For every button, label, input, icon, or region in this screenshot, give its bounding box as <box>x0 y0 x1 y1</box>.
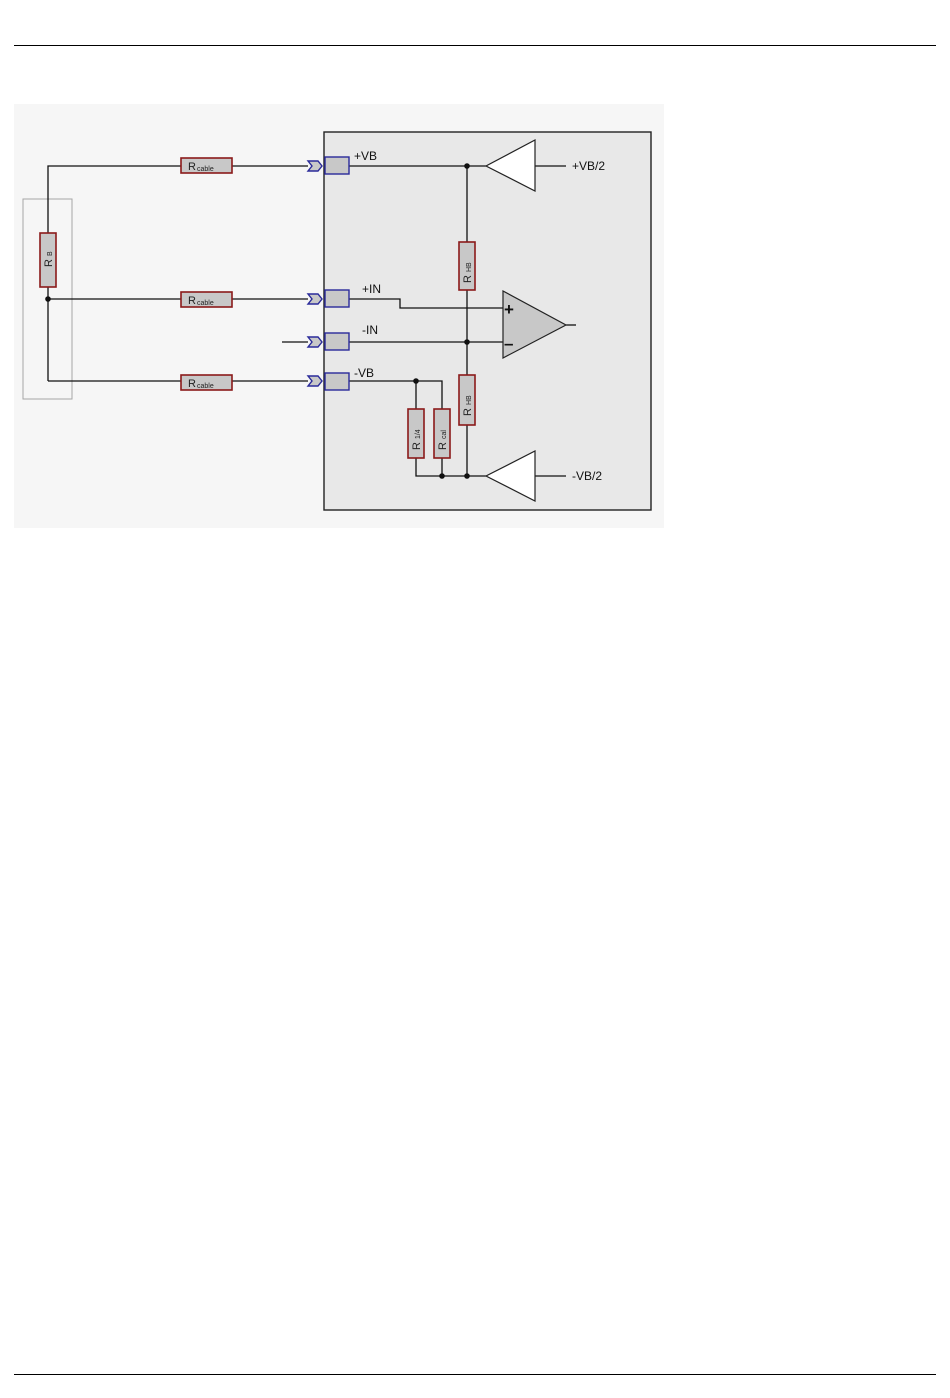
svg-text:–: – <box>504 334 513 353</box>
junction-node <box>464 163 470 169</box>
junction-node <box>439 473 445 479</box>
opamp-minus-sign: – <box>504 334 513 353</box>
resistor-subscript: HB <box>466 395 473 405</box>
svg-text:+VB: +VB <box>354 149 377 163</box>
connector-socket <box>325 290 349 307</box>
junction-node <box>464 473 470 479</box>
resistor-subscript: cable <box>197 166 214 173</box>
resistor-subscript: cable <box>197 383 214 390</box>
resistor-label: R <box>188 295 196 307</box>
supply-label-plus-half: +VB/2 <box>572 159 605 173</box>
supply-label-minus-half: -VB/2 <box>572 469 602 483</box>
resistor-label: R <box>437 442 449 450</box>
resistor-label: R <box>43 259 55 267</box>
terminal-label-plus-vb: +VB <box>354 149 377 163</box>
terminal-label-plus-in: +IN <box>362 282 381 296</box>
junction-node <box>464 339 470 345</box>
connector-socket <box>325 157 349 174</box>
amplifier-module-box <box>324 132 651 510</box>
junction-node <box>45 296 51 302</box>
resistor-subscript: 1/4 <box>415 429 422 439</box>
svg-text:-VB/2: -VB/2 <box>572 469 602 483</box>
svg-text:-IN: -IN <box>362 323 378 337</box>
resistor-cable-top: R cable <box>181 158 232 173</box>
svg-text:cable: cable <box>197 383 214 390</box>
resistor-bridge: RB <box>40 233 56 287</box>
svg-text:cable: cable <box>197 166 214 173</box>
resistor-cable-mid: R cable <box>181 292 232 307</box>
svg-text:+IN: +IN <box>362 282 381 296</box>
svg-text:R: R <box>188 295 196 307</box>
junction-node <box>413 378 419 384</box>
resistor-quarter: R 1/4 <box>408 409 424 458</box>
resistor-label: R <box>462 408 474 416</box>
svg-text:-VB: -VB <box>354 366 374 380</box>
connector-socket <box>325 373 349 390</box>
footer-rule <box>14 1374 936 1375</box>
resistor-cal: Rcal <box>434 409 450 458</box>
resistor-subscript: cable <box>197 300 214 307</box>
terminal-label-minus-in: -IN <box>362 323 378 337</box>
svg-text:+VB/2: +VB/2 <box>572 159 605 173</box>
resistor-hb-upper: R HB <box>459 242 475 290</box>
resistor-subscript: B <box>47 251 54 256</box>
resistor-label: R <box>462 275 474 283</box>
resistor-hb-lower: R HB <box>459 375 475 425</box>
resistor-subscript: HB <box>466 262 473 272</box>
resistor-label: R <box>188 378 196 390</box>
resistor-label: R <box>188 161 196 173</box>
svg-text:R: R <box>188 161 196 173</box>
resistor-label: R <box>411 442 423 450</box>
resistor-cable-bottom: R cable <box>181 375 232 390</box>
terminal-label-minus-vb: -VB <box>354 366 374 380</box>
svg-text:cable: cable <box>197 300 214 307</box>
svg-text:+: + <box>504 300 514 319</box>
connector-socket <box>325 333 349 350</box>
resistor-subscript: cal <box>441 430 448 439</box>
opamp-plus-sign: + <box>504 300 514 319</box>
svg-text:R: R <box>188 378 196 390</box>
